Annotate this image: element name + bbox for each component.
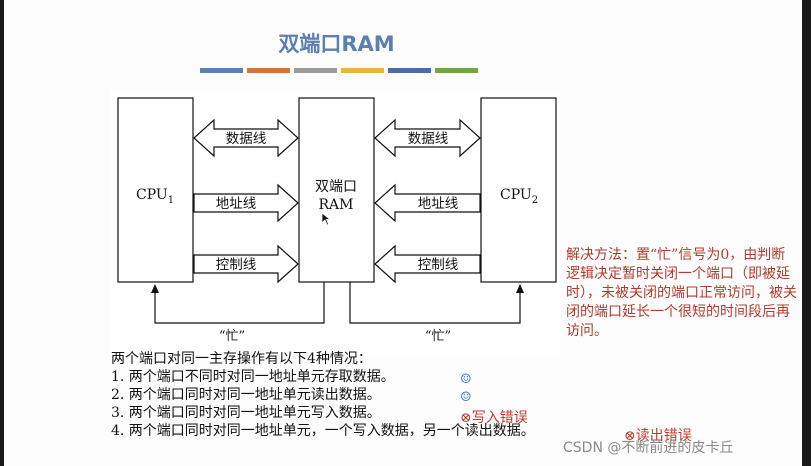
title-bar-4 — [341, 68, 384, 73]
data-line-arrow-right — [374, 118, 481, 158]
case-item-3: 3. 两个端口同时对同一地址单元写入数据。 — [111, 405, 381, 421]
address-line-label-left: 地址线 — [216, 196, 257, 212]
busy-line-left — [154, 282, 325, 324]
busy-line-right — [349, 282, 521, 324]
window-edge-left — [0, 0, 4, 466]
access-cases-list: 两个端口对同一主存操作有以下4种情况： 1. 两个端口不同时对同一地址单元存取数… — [111, 350, 535, 440]
case-item-2: 2. 两个端口同时对同一地址单元读出数据。 — [111, 387, 381, 403]
busy-arrowhead-left — [151, 284, 159, 293]
address-line-label-right: 地址线 — [418, 196, 459, 212]
title-bar-5 — [388, 68, 431, 73]
write-error-label: ⊗写入错误 — [460, 410, 528, 426]
data-line-label-left: 数据线 — [226, 131, 267, 147]
control-line-arrow-left — [193, 244, 299, 284]
ram-label-line1: 双端口 — [315, 179, 357, 195]
busy-label-left: “忙” — [219, 329, 245, 344]
cases-intro: 两个端口对同一主存操作有以下4种情况： — [111, 351, 372, 367]
solution-text: 解决方法：置“忙”信号为0，由判断逻辑决定暂时关闭一个端口（即被延时），未被关闭… — [566, 247, 797, 339]
ram-label-line2: RAM — [319, 197, 354, 213]
data-line-label-right: 数据线 — [408, 131, 449, 147]
title-bar-1 — [200, 68, 243, 73]
title-bar-2 — [247, 68, 290, 73]
cpu2-label: CPU2 — [500, 187, 538, 206]
smile-icon-case-1: ☺ — [460, 372, 472, 387]
ram-block — [298, 97, 375, 283]
read-error-label: ⊗读出错误 — [624, 428, 692, 444]
busy-label-right: “忙” — [425, 329, 451, 344]
csdn-credit-watermark: CSDN @不断前进的皮卡丘 — [563, 440, 734, 456]
dual-port-ram-diagram: CPU1 CPU2 双端口 RAM 数据线 数据线 地址线 地址线 控制线 控制… — [110, 90, 560, 355]
address-line-arrow-left — [193, 183, 299, 223]
control-line-label-right: 控制线 — [418, 257, 459, 273]
window-edge-right — [802, 0, 811, 466]
control-line-label-left: 控制线 — [216, 257, 257, 273]
cpu1-label: CPU1 — [136, 187, 174, 206]
slide-title: 双端口RAM — [278, 32, 395, 56]
case-item-4: 4. 两个端口同时对同一地址单元，一个写入数据，另一个读出数据。 — [111, 423, 535, 439]
title-bar-6 — [435, 68, 478, 73]
mouse-cursor-icon — [322, 213, 331, 226]
control-line-arrow-right — [374, 244, 481, 284]
data-line-arrow-left — [193, 118, 299, 158]
busy-arrowhead-right — [516, 284, 524, 293]
smile-icon-case-2: ☺ — [460, 390, 472, 405]
address-line-arrow-right — [374, 183, 481, 223]
cpu1-block — [117, 97, 194, 283]
case-item-1: 1. 两个端口不同时对同一地址单元存取数据。 — [111, 369, 395, 385]
title-bar-3 — [294, 68, 337, 73]
cpu2-block — [480, 97, 557, 283]
